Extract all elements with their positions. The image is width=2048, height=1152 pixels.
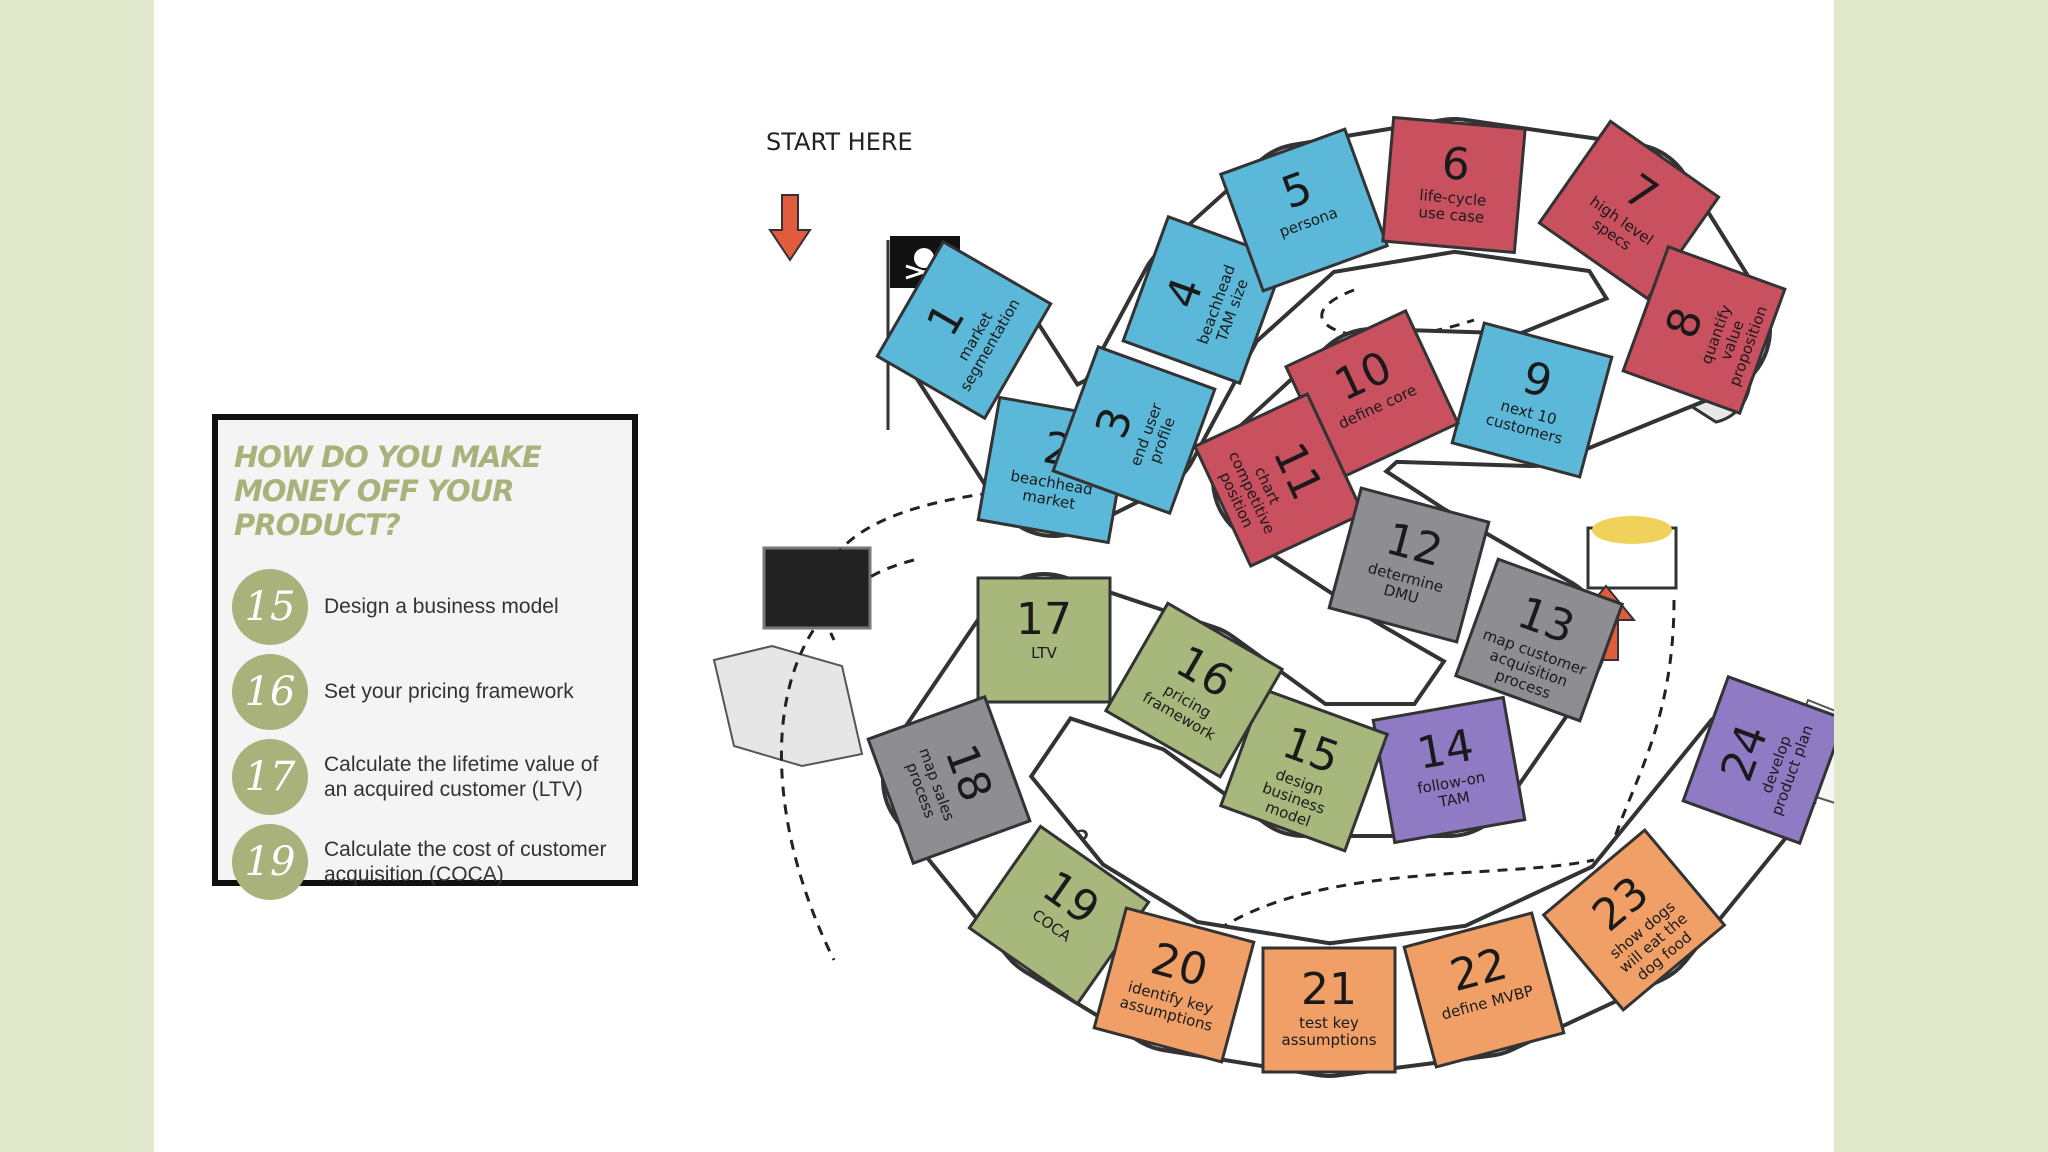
step-tile-bg: [1541, 827, 1727, 1013]
step-label: life-cycleuse case: [1417, 186, 1487, 227]
callout-title: HOW DO YOU MAKE MONEY OFF YOUR PRODUCT?: [234, 440, 542, 542]
blackboard-icon: [762, 546, 872, 630]
step-tile-bg: [1371, 695, 1527, 845]
callout-item: 17 Calculate the lifetime value of an acq…: [232, 734, 618, 819]
step-label: map salesprocess: [899, 746, 958, 830]
step-tile-bg: [1218, 127, 1390, 293]
step-label: LTV: [1031, 644, 1057, 662]
step-tile-bg: [1381, 115, 1527, 255]
step-number-badge: 19: [232, 823, 308, 900]
start-label: START HERE: [766, 128, 913, 156]
step-tile-bg: [1192, 391, 1366, 569]
step-number: 14: [1413, 720, 1477, 780]
step-number-badge: 16: [232, 653, 308, 730]
callout-item: 15 Design a business model: [232, 564, 618, 649]
step-tile-bg: [1121, 214, 1287, 386]
step-tile-bg: [1453, 557, 1625, 723]
callout-item-text: Calculate the cost of customer acquisiti…: [324, 837, 607, 886]
callout-item-text: Set your pricing framework: [324, 680, 574, 703]
callout-list: 15 Design a business model 16 Set your pric…: [232, 564, 618, 904]
map-icon: [712, 644, 864, 768]
step-number-badge: 15: [232, 568, 308, 645]
treasure-chest-icon: [1586, 516, 1678, 590]
step-tile-bg: [1218, 687, 1390, 853]
step-tile-bg: [1621, 244, 1787, 416]
step-tile-bg: [1103, 601, 1285, 779]
start-arrow-icon: [768, 194, 812, 262]
track: 1marketsegmentation2beachheadmarket3end …: [866, 115, 1834, 1078]
board-game-diagram: ? 1marketsegmentation2beachheadmarket3en…: [712, 115, 1834, 1078]
callout-item: 19 Calculate the cost of customer acquisi…: [232, 819, 618, 904]
step-number: 17: [1016, 594, 1072, 645]
step-number: 21: [1301, 964, 1357, 1015]
step-number: 6: [1440, 138, 1472, 191]
callout-item-text: Design a business model: [324, 595, 559, 618]
step-tile-bg: [1327, 486, 1491, 644]
step-tile-bg: [1450, 321, 1614, 479]
step-tile-bg: [1092, 906, 1256, 1064]
step-tile-bg: [1261, 946, 1397, 1074]
step-tile-bg: [875, 239, 1053, 421]
callout-item-text: Calculate the lifetime value of an acqui…: [324, 752, 599, 801]
callout-item: 16 Set your pricing framework: [232, 649, 618, 734]
callout-box: HOW DO YOU MAKE MONEY OFF YOUR PRODUCT? …: [212, 414, 638, 900]
step-tile-bg: [976, 576, 1112, 704]
step-tile-bg: [866, 694, 1032, 866]
step-tile-bg: [1051, 344, 1217, 516]
step-tile-bg: [1402, 911, 1566, 1069]
step-label: designbusinessmodel: [1254, 763, 1333, 834]
step-tile-bg: [1681, 674, 1834, 846]
step-number-badge: 17: [232, 738, 308, 815]
